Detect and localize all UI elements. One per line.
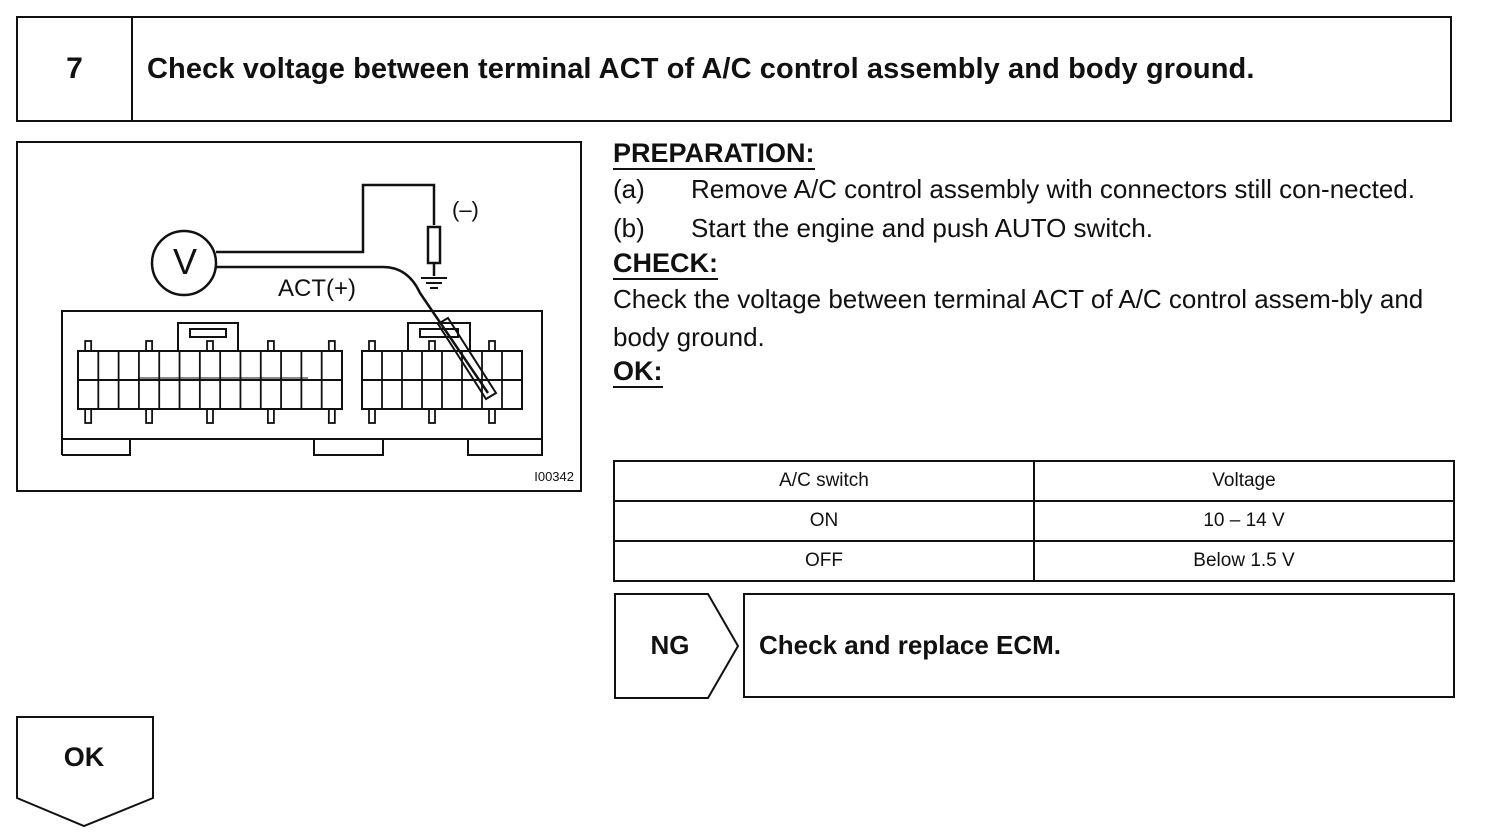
table-row: OFF Below 1.5 V <box>613 540 1455 582</box>
column-header: A/C switch <box>613 460 1035 502</box>
figure-id: I00342 <box>534 469 574 484</box>
table-cell: ON <box>613 500 1035 542</box>
left-pin-grid <box>77 340 343 424</box>
item-text: Start the engine and push AUTO switch. <box>691 213 1154 243</box>
pin-tab <box>368 340 376 352</box>
table-cell: 10 – 14 V <box>1033 500 1455 542</box>
item-text: Remove A/C control assembly with connect… <box>691 174 1415 204</box>
step-number: 7 <box>18 18 133 120</box>
positive-label: ACT(+) <box>278 275 356 302</box>
right-pin-grid <box>361 340 523 424</box>
preparation-item: (b) Start the engine and push AUTO switc… <box>613 209 1453 248</box>
pin-tab <box>488 340 496 352</box>
preparation-item: (a) Remove A/C control assembly with con… <box>613 170 1453 209</box>
table-cell: OFF <box>613 540 1035 582</box>
item-label: (a) <box>613 174 645 204</box>
positive-lead <box>216 265 490 394</box>
column-header: Voltage <box>1033 460 1455 502</box>
ok-spec-table: A/C switch Voltage ON 10 – 14 V OFF Belo… <box>613 460 1455 582</box>
ng-arrow-icon <box>614 593 740 699</box>
pin-tab <box>145 340 153 352</box>
check-text: Check the voltage between terminal ACT o… <box>613 284 1424 352</box>
pin-tab <box>327 340 336 352</box>
ground-icon <box>421 277 447 289</box>
ok-arrow-icon <box>16 716 154 828</box>
connector-illustration: V (–) ACT(+) I00342 <box>16 141 582 492</box>
ng-action: Check and replace ECM. <box>743 593 1455 698</box>
procedure-text: PREPARATION: (a) Remove A/C control asse… <box>613 138 1453 388</box>
ng-label: NG <box>650 629 690 660</box>
pin-tab <box>428 340 436 352</box>
table-row: ON 10 – 14 V <box>613 500 1455 542</box>
pin-tab <box>145 408 153 424</box>
step-header: 7 Check voltage between terminal ACT of … <box>16 16 1452 122</box>
pin-tab <box>428 408 436 424</box>
pin-tab <box>84 408 93 424</box>
negative-label: (–) <box>452 197 479 222</box>
wiring-diagram <box>61 183 543 456</box>
connector-assembly <box>61 310 543 456</box>
meter-symbol: V <box>172 241 197 282</box>
pin-tab <box>488 408 496 424</box>
pin-tab <box>267 408 275 424</box>
item-label: (b) <box>613 213 645 243</box>
pin-tab <box>84 340 93 352</box>
ok-heading: OK: <box>613 356 663 388</box>
voltmeter-icon <box>150 229 218 297</box>
negative-lead <box>216 183 436 254</box>
preparation-heading: PREPARATION: <box>613 138 815 170</box>
ok-flow-label: OK <box>63 741 105 772</box>
pin-tab <box>206 408 214 424</box>
negative-probe <box>426 225 442 265</box>
step-title: Check voltage between terminal ACT of A/… <box>147 52 1255 85</box>
pin-tab <box>327 408 336 424</box>
pin-tab <box>368 408 376 424</box>
table-cell: Below 1.5 V <box>1033 540 1455 582</box>
pin-tab <box>267 340 275 352</box>
table-header-row: A/C switch Voltage <box>613 460 1455 502</box>
pin-tab <box>206 340 214 352</box>
check-heading: CHECK: <box>613 248 718 280</box>
